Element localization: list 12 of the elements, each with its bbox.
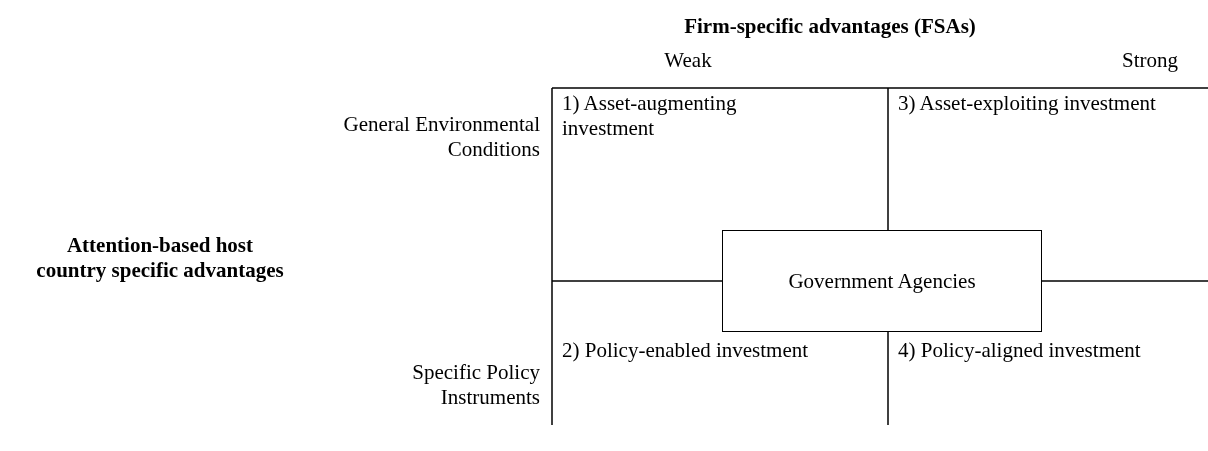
agency-box [722, 230, 1042, 332]
quadrant-text: 3) Asset-exploiting investment [898, 91, 1156, 115]
column-heading: Weak [664, 48, 712, 72]
quadrant-text: 4) Policy-aligned investment [898, 338, 1141, 362]
axis-title: Firm-specific advantages (FSAs) [684, 14, 976, 38]
box-label: Government Agencies [788, 268, 976, 294]
quadrant-text: 1) Asset-augmenting investment [562, 91, 737, 140]
column-heading: Strong [1122, 48, 1178, 72]
row-heading: Specific Policy Instruments [412, 360, 540, 409]
quadrant-text: 2) Policy-enabled investment [562, 338, 809, 362]
row-heading: General Environmental Conditions [343, 112, 540, 161]
axis-title: Attention-based host country specific advantages [36, 233, 284, 282]
